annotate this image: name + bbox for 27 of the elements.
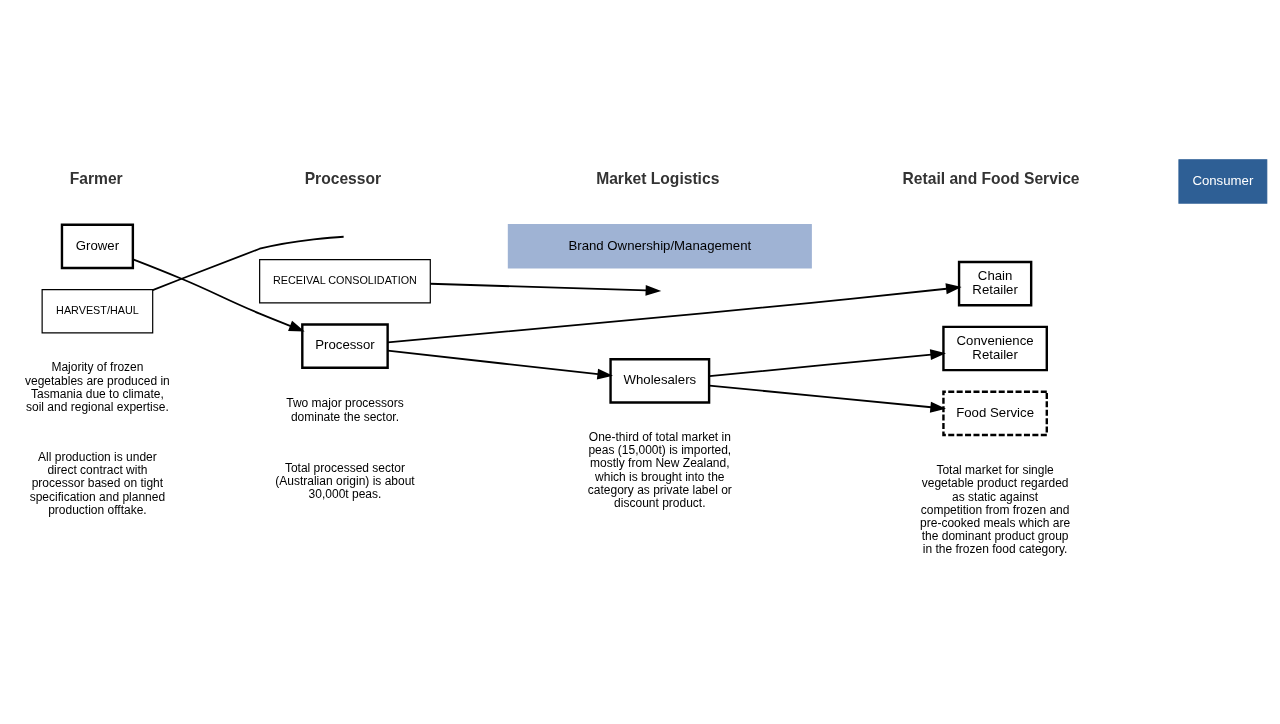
node-box: Convenience Retailer [942,325,1048,372]
node-box: Brand Ownership/Management [507,224,812,269]
arrow [429,282,662,296]
node-box: HARVEST/HAUL [41,289,154,334]
label: Farmer [69,170,123,188]
arrow [132,258,305,332]
node-box: Processor [301,323,389,369]
node-box: Grower [60,223,135,270]
arrow [708,384,946,413]
arrow [386,349,613,380]
label: Processor [304,170,382,188]
node-box: Food Service [942,390,1048,437]
arrow [708,349,946,378]
label: Two major processors dominate the sector. [286,396,404,424]
node-box: Consumer [1178,159,1268,204]
label: All production is under direct contract with processor based on tight specification and planned production offtake. [29,449,166,517]
arrow [386,283,962,344]
label: Total processed sector (Australian origin) is about 30,000t peas. [275,460,415,502]
label: Total market for single vegetable product regarded as static against competition from frozen and pre-cooked meals which are the dominant product group in the frozen food category. [920,463,1071,557]
node-box: RECEIVAL CONSOLIDATION [259,258,431,304]
label: One-third of total market in peas (15,000t) is imported, mostly from New Zealand, which is brought into the category as private label or discount product. [587,430,732,511]
label: Retail and Food Service [902,170,1080,188]
node-box: Wholesalers [609,358,711,404]
connector [151,235,345,291]
label: Majority of frozen vegetables are produced in Tasmania due to climate, soil and regional expertise. [25,360,170,414]
label: Market Logistics [596,170,720,188]
node-box: Chain Retailer [957,260,1033,307]
